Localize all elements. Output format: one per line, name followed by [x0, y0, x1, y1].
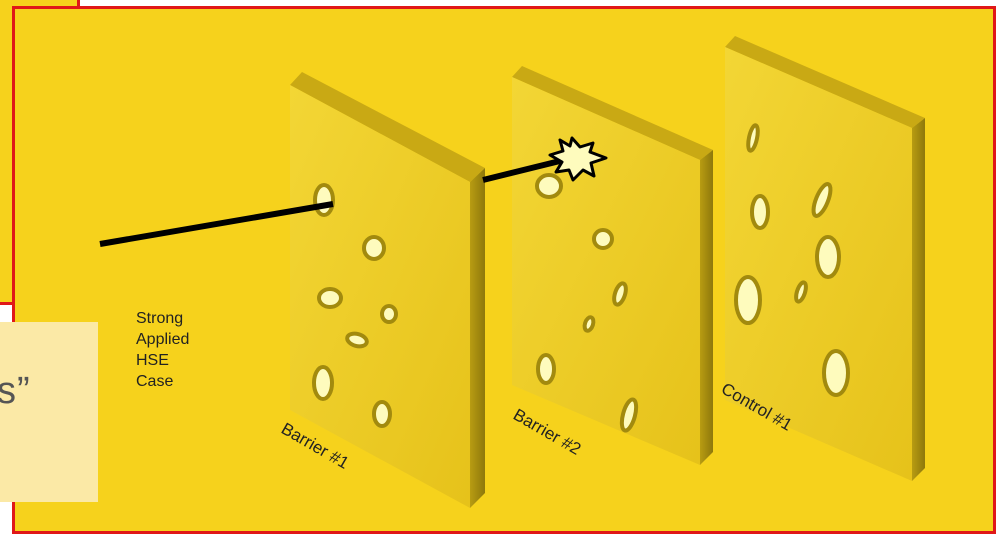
- impact-starburst-icon: [548, 136, 608, 182]
- barrier-1-side: [470, 168, 485, 508]
- barrier-2-top: [512, 66, 713, 160]
- barrier-2-holes: [535, 173, 639, 433]
- hazard-line-segment-2: [482, 156, 569, 183]
- hse-case-line-1: Strong: [136, 310, 184, 327]
- barrier-2-side: [700, 150, 713, 465]
- barrier-1-top: [290, 72, 485, 182]
- callout-box: s”: [0, 322, 98, 502]
- barrier-2-slab: [512, 66, 713, 465]
- barrier-2-label: Barrier #2: [510, 405, 584, 459]
- control-1-holes: [734, 123, 850, 397]
- hse-case-line-4: Case: [136, 373, 174, 390]
- hse-case-label: Strong Applied HSE Case: [136, 308, 256, 392]
- hse-case-line-2: Applied: [136, 331, 190, 348]
- control-1-top: [725, 36, 925, 128]
- hse-case-line-3: HSE: [136, 352, 169, 369]
- barrier-2-front: [512, 77, 700, 465]
- callout-text: s”: [0, 370, 31, 412]
- barrier-1-slab: [290, 72, 485, 508]
- hazard-line-segment-1: [99, 201, 334, 247]
- barrier-1-front: [290, 85, 470, 508]
- control-1-slab: [725, 36, 925, 481]
- control-1-side: [912, 118, 925, 481]
